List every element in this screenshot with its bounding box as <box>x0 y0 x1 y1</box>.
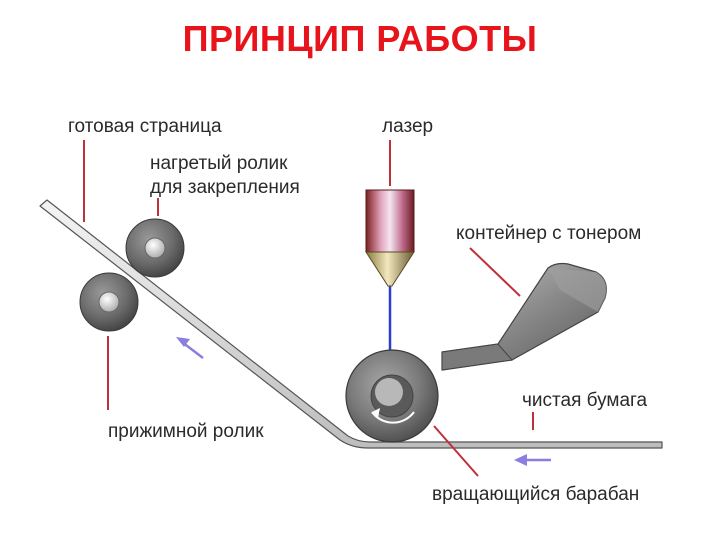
heated-roller-label-line2: для закрепления <box>150 177 300 198</box>
up-left-arrow-icon <box>176 337 204 359</box>
toner-container-label: контейнер с тонером <box>456 223 641 244</box>
rotating-drum <box>345 349 439 443</box>
direction-arrows <box>176 337 551 466</box>
pressure-roller-label: прижимной ролик <box>108 421 264 442</box>
laser-emitter <box>365 189 415 287</box>
pressure-roller <box>79 272 139 332</box>
clean-paper-label: чистая бумага <box>522 390 648 411</box>
leader-lines <box>83 140 534 477</box>
drum-leader <box>433 425 479 477</box>
rotating-drum-label: вращающийся барабан <box>432 484 639 505</box>
heated-roller <box>125 218 185 278</box>
finished-page-label: готовая страница <box>68 116 222 137</box>
toner-leader <box>469 247 521 297</box>
laser-label: лазер <box>382 116 433 137</box>
toner-container <box>441 262 607 371</box>
paper-path <box>39 199 663 449</box>
page-title: ПРИНЦИП РАБОТЫ <box>182 18 538 59</box>
left-arrow-icon <box>514 454 551 466</box>
heated-roller-label-line1: нагретый ролик <box>150 153 288 174</box>
